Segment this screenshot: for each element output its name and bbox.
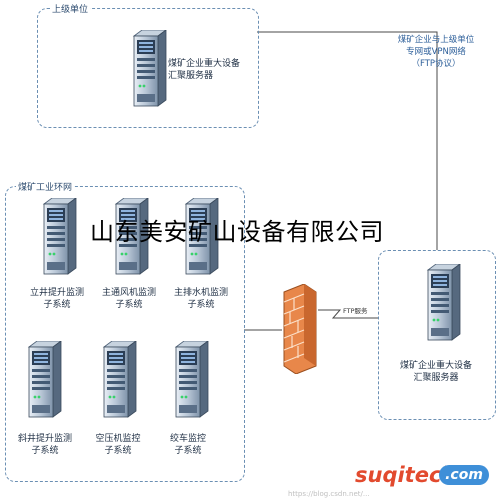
mine-network-label: 煤矿工业环网 — [16, 180, 75, 193]
firewall-icon — [283, 284, 317, 374]
mine-server-line-2: 汇聚服务器 — [413, 373, 459, 383]
link-note-line-2: 专网或VPN网络 — [406, 47, 466, 57]
subsystem-3-line-1: 主排水机监测 — [173, 288, 228, 298]
ftp-note: FTP服务 — [343, 307, 368, 315]
subsystem-1-label: 立井提升监测 子系统 — [25, 287, 89, 311]
upper-unit-zone — [37, 8, 259, 128]
subsystem-2-server-icon — [110, 197, 150, 280]
subsystem-5-server-icon — [98, 340, 138, 423]
subsystem-1-server-icon — [38, 197, 78, 280]
watermark-url: https://blog.csdn.net/... — [288, 490, 370, 498]
mine-server-zone — [378, 250, 496, 420]
brand-watermark: suqitech .com — [355, 463, 491, 487]
subsystem-2-label: 主通风机监测 子系统 — [94, 287, 164, 311]
subsystem-6-server-icon — [170, 340, 210, 423]
subsystem-3-server-icon — [180, 197, 220, 280]
upper-server-line-1: 煤矿企业重大设备 — [168, 59, 241, 69]
subsystem-1-line-2: 子系统 — [43, 300, 71, 310]
link-note-line-1: 煤矿企业与上级单位 — [397, 35, 475, 45]
subsystem-5-line-2: 子系统 — [104, 446, 132, 456]
upper-server-line-2: 汇聚服务器 — [168, 71, 214, 81]
subsystem-5-label: 空压机监控 子系统 — [88, 433, 148, 457]
subsystem-1-line-1: 立井提升监测 — [29, 288, 84, 298]
subsystem-3-line-2: 子系统 — [187, 300, 215, 310]
mine-aggregation-server-icon — [422, 263, 462, 346]
subsystem-6-line-2: 子系统 — [174, 446, 202, 456]
subsystem-4-label: 斜井提升监测 子系统 — [12, 433, 78, 457]
link-note: 煤矿企业与上级单位 专网或VPN网络 （FTP协议） — [388, 34, 484, 70]
subsystem-5-line-1: 空压机监控 — [95, 434, 141, 444]
subsystem-2-line-1: 主通风机监测 — [101, 288, 156, 298]
watermark-suffix: .com — [439, 465, 489, 485]
link-note-line-3: （FTP协议） — [411, 59, 461, 69]
company-overlay-text: 山东美安矿山设备有限公司 — [90, 218, 384, 246]
upper-aggregation-server-label: 煤矿企业重大设备 汇聚服务器 — [168, 58, 240, 82]
subsystem-2-line-2: 子系统 — [115, 300, 143, 310]
upper-unit-label: 上级单位 — [50, 2, 91, 15]
subsystem-6-label: 绞车监控 子系统 — [158, 433, 218, 457]
firewall-to-server-line — [318, 309, 378, 319]
subsystem-4-line-2: 子系统 — [31, 446, 59, 456]
subsystem-4-server-icon — [23, 340, 63, 423]
subsystem-3-label: 主排水机监测 子系统 — [165, 287, 237, 311]
mine-server-line-1: 煤矿企业重大设备 — [399, 361, 472, 371]
upper-aggregation-server-icon — [128, 29, 168, 112]
mine-network-zone — [5, 186, 245, 482]
subsystem-6-line-1: 绞车监控 — [169, 434, 206, 444]
mine-aggregation-server-label: 煤矿企业重大设备 汇聚服务器 — [394, 360, 478, 384]
subsystem-4-line-1: 斜井提升监测 — [17, 434, 72, 444]
upper-link-line — [257, 31, 438, 250]
